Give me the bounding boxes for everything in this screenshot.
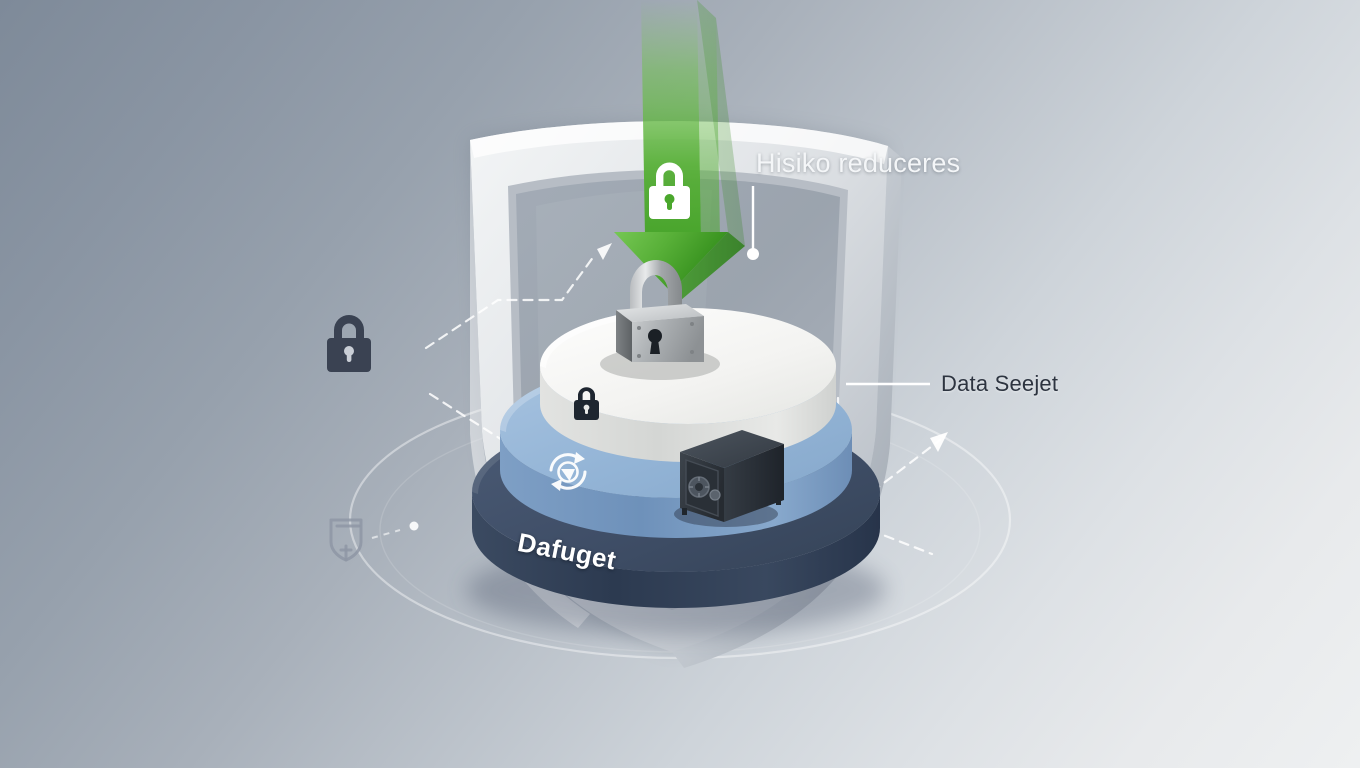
safe-top [680, 430, 784, 468]
padlock-3d-shackle [630, 260, 682, 312]
padlock-flat-icon [327, 315, 371, 372]
callout-label-risk: Hisiko reduceres [756, 148, 961, 178]
callout-label-data: Data Seejet [941, 371, 1059, 396]
bottom-disc-side [472, 492, 880, 608]
padlock-rivet [637, 326, 641, 330]
padlock-3d-top [616, 304, 704, 322]
shield-outline-icon [329, 518, 363, 562]
sync-globe-icon [549, 452, 587, 491]
green-arrow-edge [697, 0, 745, 246]
safe-dial-center [695, 483, 703, 491]
connector-dash-left [371, 529, 401, 539]
dashed-path-upper-left [424, 254, 596, 350]
connector-dot-left [409, 521, 419, 531]
safe-foot [682, 508, 687, 515]
padlock-keyhole [648, 329, 662, 343]
safe-vault-icon [680, 430, 784, 522]
middle-disc-side [500, 430, 852, 538]
padlock-small-icon [574, 387, 599, 420]
padlock-keyhole-slot [650, 339, 660, 354]
padlock-rivet [637, 354, 641, 358]
padlock-rivet [690, 322, 694, 326]
safe-handle [709, 489, 721, 501]
top-disc-top [540, 308, 836, 424]
dashed-arrowhead-upper [597, 243, 612, 260]
green-arrow-head-side [671, 232, 745, 300]
safe-side [724, 444, 784, 522]
risk-leader-dot [747, 248, 759, 260]
green-arrow-head [614, 232, 728, 292]
padlock-3d-left [616, 310, 632, 362]
padlock-3d-body [632, 316, 704, 362]
safe-foot [776, 498, 781, 505]
dashed-path-right-lower [868, 528, 934, 556]
dashed-path-right-up [870, 438, 942, 494]
padlock-rivet [690, 350, 694, 354]
padlock-icon [649, 162, 690, 219]
dashed-arrowhead-right-up [930, 432, 948, 452]
shield-top-rim [470, 121, 888, 164]
